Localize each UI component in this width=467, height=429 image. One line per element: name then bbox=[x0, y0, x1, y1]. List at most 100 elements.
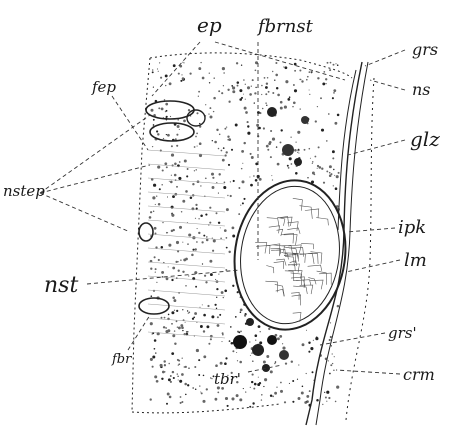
nucleus-dot bbox=[288, 167, 290, 169]
nucleus-dot bbox=[254, 92, 256, 94]
nucleus-dot bbox=[313, 340, 314, 341]
nucleus-dot bbox=[320, 97, 322, 99]
nucleus-dot bbox=[177, 164, 180, 167]
nucleus-dot bbox=[162, 169, 164, 171]
nucleus-dot bbox=[328, 360, 329, 361]
nucleus-dot bbox=[272, 179, 273, 180]
nucleus-dot bbox=[232, 86, 235, 89]
nucleus-dot bbox=[211, 315, 214, 318]
nucleus-dot bbox=[255, 334, 258, 337]
nucleus-dot bbox=[270, 394, 272, 396]
nucleus-dot bbox=[182, 309, 183, 310]
nucleus-dot bbox=[217, 325, 218, 326]
nucleus-dot bbox=[243, 79, 245, 81]
nucleus-dot bbox=[276, 87, 278, 89]
nucleus-dot bbox=[272, 396, 274, 398]
nucleus-dot bbox=[224, 181, 226, 183]
nucleus-dot bbox=[251, 352, 253, 354]
nucleus-dot bbox=[156, 282, 157, 283]
nucleus-dot bbox=[258, 325, 261, 328]
nucleus-dot bbox=[161, 317, 163, 319]
nucleus-dot bbox=[245, 84, 246, 85]
nucleus-dot bbox=[312, 371, 314, 373]
nucleus-dot bbox=[317, 106, 318, 107]
nucleus-dot bbox=[171, 352, 174, 355]
nucleus-dot bbox=[218, 173, 220, 175]
nucleus-dot bbox=[289, 157, 292, 160]
nucleus-dot bbox=[213, 97, 216, 100]
nucleus-dot bbox=[200, 185, 201, 186]
nucleus-dot bbox=[155, 204, 156, 205]
nucleus-dot bbox=[232, 350, 234, 352]
nucleus-dot bbox=[179, 161, 181, 163]
nucleus-dot bbox=[194, 248, 196, 250]
label-ipk: ipk bbox=[398, 217, 426, 238]
nucleus-dot bbox=[164, 99, 165, 100]
nucleus-dot bbox=[201, 392, 203, 394]
nucleus-dot bbox=[291, 360, 293, 362]
nucleus-dot bbox=[255, 179, 258, 182]
nucleus-dot bbox=[164, 317, 166, 319]
nucleus-dot bbox=[289, 383, 290, 384]
nucleus-dot bbox=[332, 353, 333, 354]
nucleus-dot bbox=[165, 330, 168, 333]
nucleus-dot bbox=[239, 89, 242, 92]
nucleus-dot bbox=[168, 266, 169, 267]
nucleus-dot bbox=[221, 150, 223, 152]
nucleus-dot bbox=[277, 94, 280, 97]
nucleus-dot bbox=[263, 361, 266, 364]
nucleus-dot bbox=[156, 196, 157, 197]
nucleus-dot bbox=[332, 157, 334, 159]
nucleus-dot bbox=[311, 72, 312, 73]
nucleus-dot bbox=[267, 149, 269, 151]
nucleus-dot bbox=[231, 397, 234, 400]
label-tbr: tbr' bbox=[214, 370, 241, 388]
nucleus-dot bbox=[277, 337, 280, 340]
nucleus-dot bbox=[298, 153, 299, 154]
nucleus-dot bbox=[266, 355, 269, 358]
nucleus-dot bbox=[270, 130, 272, 132]
nucleus-dot bbox=[236, 62, 238, 64]
nucleus-dot bbox=[262, 108, 264, 110]
nucleus-dot bbox=[206, 239, 209, 242]
nucleus-dot bbox=[326, 140, 328, 142]
nucleus-dot bbox=[293, 84, 295, 86]
nucleus-dot bbox=[156, 380, 159, 383]
nucleus-dot bbox=[168, 314, 170, 316]
nucleus-dot bbox=[158, 203, 161, 206]
nucleus-dot bbox=[250, 184, 253, 187]
nucleus-dot bbox=[282, 347, 285, 350]
nucleus-dot bbox=[329, 373, 331, 375]
nucleus-dot bbox=[165, 111, 166, 112]
nucleus-dot bbox=[323, 71, 325, 73]
nucleus-dot bbox=[205, 214, 207, 216]
mesh-stroke bbox=[285, 271, 294, 281]
nucleus-dot bbox=[247, 125, 249, 127]
nucleus-dot bbox=[251, 86, 252, 87]
nucleus-dot bbox=[194, 312, 197, 315]
nucleus-dot bbox=[310, 158, 311, 159]
nucleus-dot bbox=[181, 401, 183, 403]
nucleus-dot bbox=[267, 77, 269, 79]
nucleus-dot bbox=[265, 93, 267, 95]
nucleus-dot bbox=[167, 196, 168, 197]
nucleus-dot bbox=[169, 181, 170, 182]
nucleus-dot bbox=[334, 356, 335, 357]
label-ep: ep bbox=[197, 13, 222, 37]
nucleus-dot bbox=[161, 184, 163, 186]
striation-line bbox=[148, 234, 225, 240]
nucleus-dot bbox=[298, 397, 301, 400]
nucleus-dot bbox=[260, 331, 261, 332]
nucleus-dot bbox=[192, 387, 194, 389]
nucleus-dot bbox=[159, 62, 160, 63]
nucleus-dot bbox=[280, 141, 282, 143]
nucleus-dot bbox=[284, 401, 286, 403]
nucleus-dot bbox=[168, 363, 170, 365]
nucleus-dot bbox=[237, 85, 239, 87]
nucleus-dot bbox=[166, 134, 167, 135]
nucleus-dot bbox=[151, 333, 152, 334]
nucleus-dot bbox=[238, 187, 240, 189]
nucleus-dot bbox=[251, 156, 254, 159]
nucleus-dot bbox=[322, 82, 325, 85]
